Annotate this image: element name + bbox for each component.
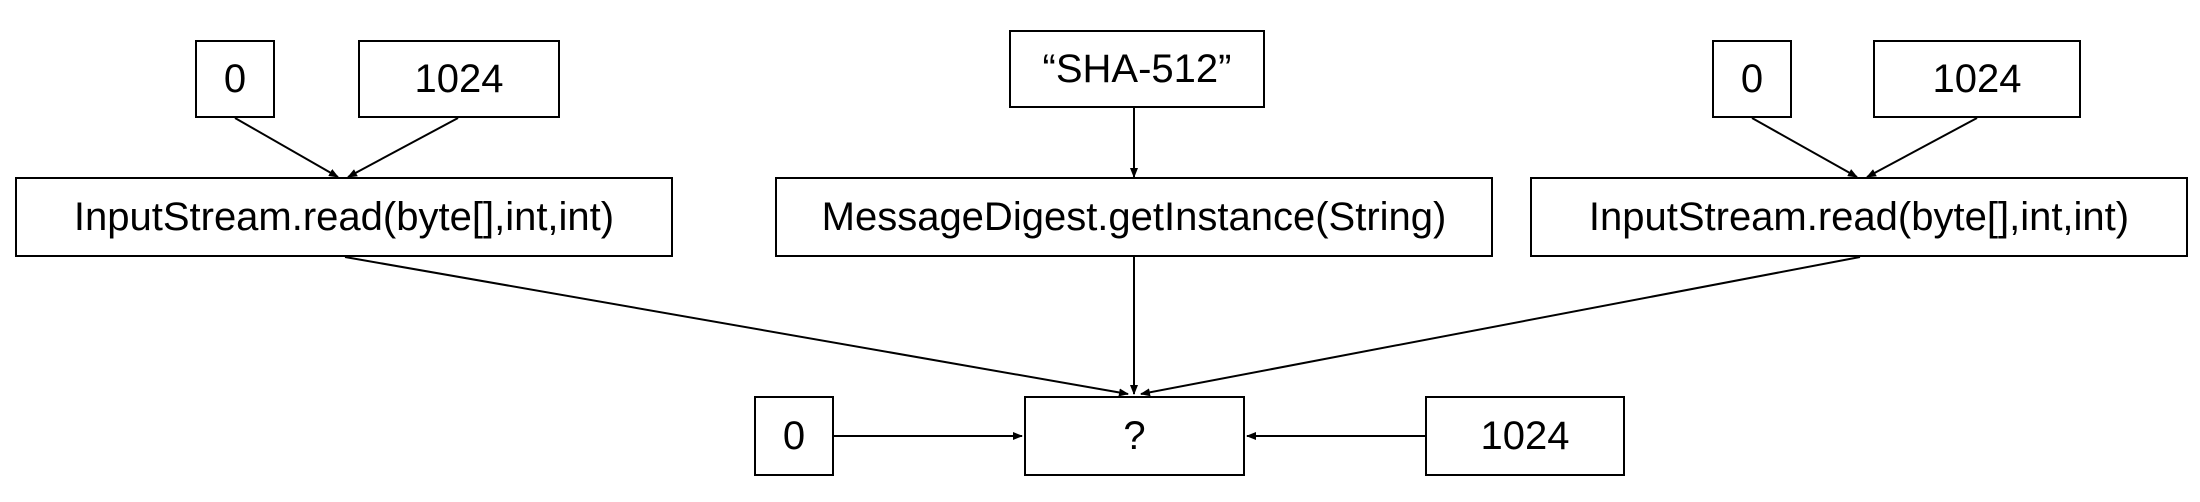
edge-left-arg0-to-left-read — [234, 117, 339, 178]
node-right-read: InputStream.read(byte[],int,int) — [1530, 177, 2188, 257]
node-left-arg0: 0 — [195, 40, 275, 118]
edge-right-arg1-to-right-read — [1866, 117, 1978, 178]
node-left-read: InputStream.read(byte[],int,int) — [15, 177, 673, 257]
edge-left-read-to-target — [344, 256, 1129, 397]
node-get-instance: MessageDigest.getInstance(String) — [775, 177, 1493, 257]
node-target-arg1: 1024 — [1425, 396, 1625, 476]
node-left-arg1: 1024 — [358, 40, 560, 118]
edge-right-arg0-to-right-read — [1751, 117, 1858, 178]
node-target: ? — [1024, 396, 1245, 476]
node-right-arg1: 1024 — [1873, 40, 2081, 118]
edge-left-arg1-to-left-read — [347, 117, 459, 178]
node-target-arg0: 0 — [754, 396, 834, 476]
edge-right-read-to-target — [1140, 256, 1861, 397]
node-algorithm-literal: “SHA-512” — [1009, 30, 1265, 108]
node-right-arg0: 0 — [1712, 40, 1792, 118]
